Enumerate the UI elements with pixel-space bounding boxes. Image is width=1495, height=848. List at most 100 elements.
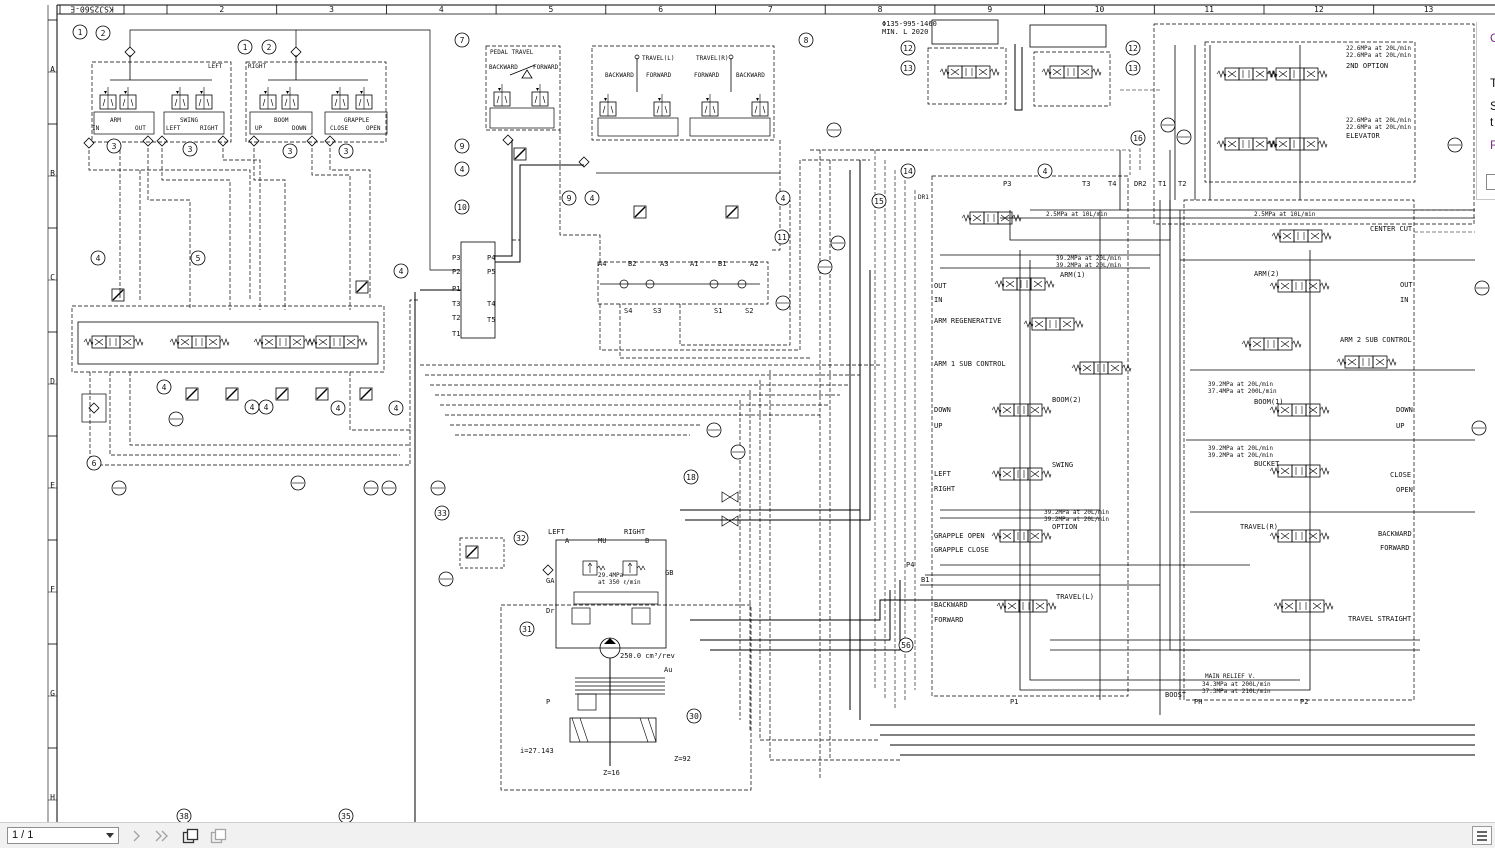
mcv-boom2-up: UP — [934, 422, 942, 430]
spool-valve — [1241, 337, 1302, 351]
mcv-r3-b: 22.6MPa at 20L/min — [1346, 52, 1411, 59]
export-page-button[interactable] — [209, 826, 229, 845]
port-t5: T5 — [487, 316, 495, 324]
port-b2: B2 — [628, 260, 636, 268]
svg-text:3: 3 — [288, 147, 293, 156]
spool-valve — [996, 599, 1057, 613]
reference-mark — [1447, 137, 1463, 153]
travel-pilot-valve: TRAVEL(L) TRAVEL(R) BACKWARD FORWARD FOR… — [578, 45, 780, 219]
double-chevron-right-icon — [155, 830, 168, 841]
callout-31: 31 — [519, 621, 535, 637]
mcv-arm2-in: IN — [1400, 296, 1408, 304]
pedal-travel-valve: PEDAL TRAVEL BACKWARD FORWARD — [485, 45, 561, 161]
mcv-r3-d: 22.6MPa at 20L/min — [1346, 124, 1411, 131]
callout-11: 11 — [774, 229, 790, 245]
grid-row-label: A — [50, 65, 55, 74]
callout-4: 4 — [775, 190, 791, 206]
motor-relief-flow: at 350 ℓ/min — [598, 579, 641, 586]
mcv-boom2: BOOM(2) — [1052, 396, 1082, 404]
page-selector[interactable]: 1 / 1 — [7, 827, 119, 844]
side-panel[interactable]: C T S t R — [1476, 22, 1495, 200]
port-s2: S2 — [745, 307, 753, 315]
mcv-arm2: ARM(2) — [1254, 270, 1279, 278]
port-p2: P2 — [452, 268, 460, 276]
callout-9: 9 — [561, 190, 577, 206]
travel-backward-1: BACKWARD — [605, 72, 634, 79]
pedal-backward: BACKWARD — [489, 64, 518, 71]
label-arm: ARM — [110, 117, 121, 124]
travel-backward-2: BACKWARD — [736, 72, 765, 79]
mcv-boom1-r2: 37.4MPa at 200L/min — [1208, 388, 1277, 395]
label-swing-left: LEFT — [166, 125, 181, 132]
label-right: RIGHT — [248, 63, 266, 70]
port-p3: P3 — [452, 254, 460, 262]
callout-4: 4 — [244, 399, 260, 415]
mcv-dr1: DR1 — [918, 194, 929, 201]
label-down: DOWN — [292, 125, 307, 132]
spool-valve — [1071, 361, 1132, 375]
grid-row-label: F — [50, 585, 55, 594]
callout-6: 6 — [86, 455, 102, 471]
mcv-t4: T4 — [1108, 180, 1116, 188]
pilot-valve-left: LEFT ARM SWING IN OUT LEFT RIGHT — [83, 46, 232, 149]
callout-4: 4 — [388, 400, 404, 416]
mcv-travel-l-forward: FORWARD — [934, 616, 964, 624]
pedal-forward: FORWARD — [533, 64, 559, 71]
port-t4: T4 — [487, 300, 495, 308]
label-close: CLOSE — [330, 125, 348, 132]
spool-valve — [991, 467, 1052, 481]
motor-relief: 29.4MPa — [598, 572, 624, 579]
mcv-arm1: ARM(1) — [1060, 271, 1085, 279]
label-out: OUT — [135, 125, 146, 132]
grid-col-label: 10 — [1095, 5, 1105, 14]
svg-text:30: 30 — [689, 712, 699, 721]
mcv-relief-2p5: 2.5MPa at 10L/min — [1046, 211, 1108, 218]
mcv-arm1-sub: ARM 1 SUB CONTROL — [934, 360, 1006, 368]
svg-text:16: 16 — [1133, 134, 1143, 143]
label-boom: BOOM — [274, 117, 289, 124]
mcv-swing-left: LEFT — [934, 470, 952, 478]
callout-35: 35 — [338, 808, 354, 822]
grid-col-label: 5 — [549, 5, 554, 14]
side-panel-box[interactable] — [1486, 174, 1495, 190]
svg-text:4: 4 — [162, 383, 167, 392]
next-page-button[interactable] — [126, 826, 146, 845]
mcv-pilot-lines — [870, 89, 1475, 710]
svg-text:32: 32 — [516, 534, 526, 543]
copy-page-button[interactable] — [181, 826, 201, 845]
port-p5: P5 — [487, 268, 495, 276]
solenoid-33 — [459, 537, 505, 569]
svg-text:11: 11 — [777, 233, 787, 242]
callout-7: 7 — [454, 32, 470, 48]
mcv-port-ph: PH — [1194, 698, 1202, 706]
callout-14: 14 — [900, 163, 916, 179]
last-page-button[interactable] — [152, 826, 172, 845]
mcv-r3-c: 22.6MPa at 20L/min — [1346, 117, 1411, 124]
callout-4: 4 — [90, 250, 106, 266]
mcv-t1: T1 — [1158, 180, 1166, 188]
callout-5: 5 — [190, 250, 206, 266]
mcv-main-relief-2: 37.3MPa at 210L/min — [1202, 688, 1271, 695]
grid-row-label: G — [50, 689, 55, 698]
side-panel-text-1: C — [1490, 31, 1495, 45]
callout-10: 10 — [454, 199, 470, 215]
reference-mark — [290, 475, 306, 491]
label-in: IN — [92, 125, 100, 132]
solenoid-valve-block — [71, 280, 420, 466]
motor-port-a: A — [565, 537, 570, 545]
svg-text:3: 3 — [112, 142, 117, 151]
reference-mark — [363, 480, 379, 496]
svg-text:4: 4 — [1043, 167, 1048, 176]
label-open: OPEN — [366, 125, 381, 132]
grid-row-label: C — [50, 273, 55, 282]
callout-16: 16 — [1130, 130, 1146, 146]
sidebar-toggle-button[interactable] — [1472, 826, 1492, 845]
port-a3: A3 — [660, 260, 668, 268]
svg-text:35: 35 — [341, 812, 351, 821]
grid-col-label: 8 — [878, 5, 883, 14]
svg-text:15: 15 — [874, 197, 884, 206]
gear-z92: Z=92 — [674, 755, 691, 763]
middle-pilot-lines — [420, 130, 930, 780]
mcv-option-r1: 39.2MPa at 20L/min — [1044, 509, 1109, 516]
grid-row-label: D — [50, 377, 55, 386]
